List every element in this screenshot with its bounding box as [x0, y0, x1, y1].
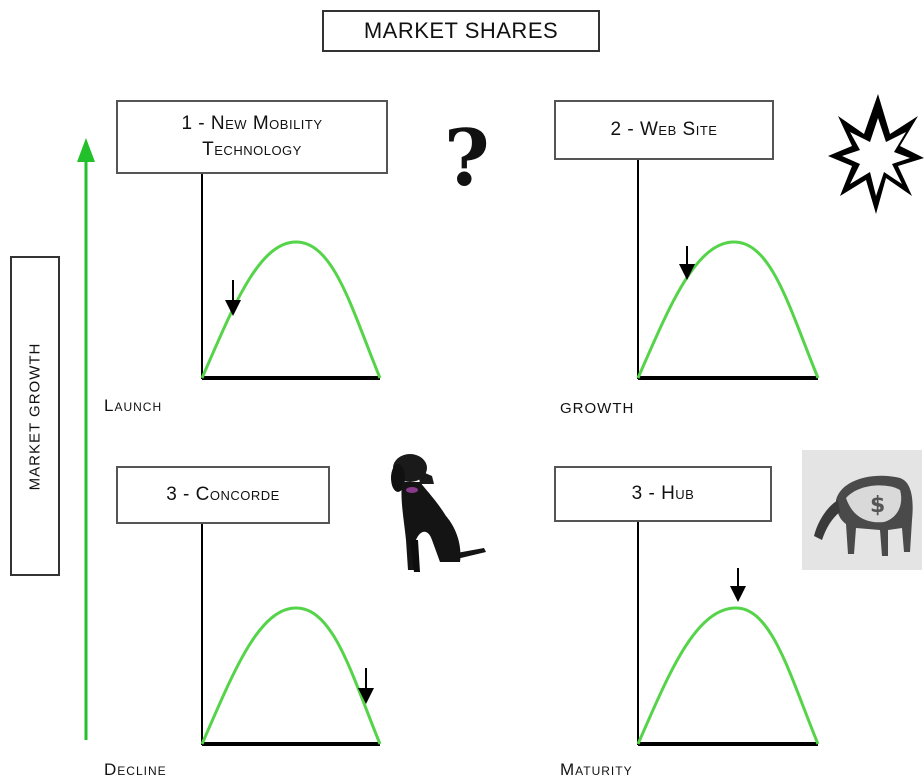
dog-icon — [391, 454, 486, 572]
q2-life-cycle-curve — [636, 240, 820, 379]
quadrant-1-title-line1: 1 - New Mobility — [181, 113, 323, 134]
q1-life-cycle-curve — [200, 240, 382, 379]
q3-life-cycle-curve — [200, 606, 382, 745]
quadrant-4-box: 3 - Hub — [554, 466, 772, 522]
quadrant-2-box: 2 - Web Site — [554, 100, 774, 160]
stage-label-launch: Launch — [104, 396, 163, 415]
quadrant-1-box: 1 - New Mobility Technology — [116, 100, 388, 174]
q4-life-cycle-curve — [636, 606, 820, 745]
cash-cow-icon: $ — [802, 450, 922, 570]
quadrant-2-title: 2 - Web Site — [610, 119, 718, 140]
svg-text:$: $ — [870, 493, 885, 518]
quadrant-4-title: 3 - Hub — [631, 483, 695, 504]
quadrant-3-box: 3 - Concorde — [116, 466, 330, 524]
stage-label-maturity: Maturity — [560, 760, 633, 779]
quadrant-3-title: 3 - Concorde — [166, 484, 280, 505]
stage-label-decline: Decline — [104, 760, 167, 779]
growth-arrow-head — [77, 138, 95, 162]
stage-label-growth: growth — [560, 400, 635, 417]
question-mark-icon: ? — [444, 113, 490, 204]
market-shares-title-box: MARKET SHARES — [322, 10, 600, 52]
market-growth-axis-box: MARKET GROWTH — [10, 256, 60, 576]
star-icon — [828, 94, 924, 214]
quadrant-1-title-line2: Technology — [202, 139, 302, 160]
market-shares-title: MARKET SHARES — [363, 18, 559, 43]
